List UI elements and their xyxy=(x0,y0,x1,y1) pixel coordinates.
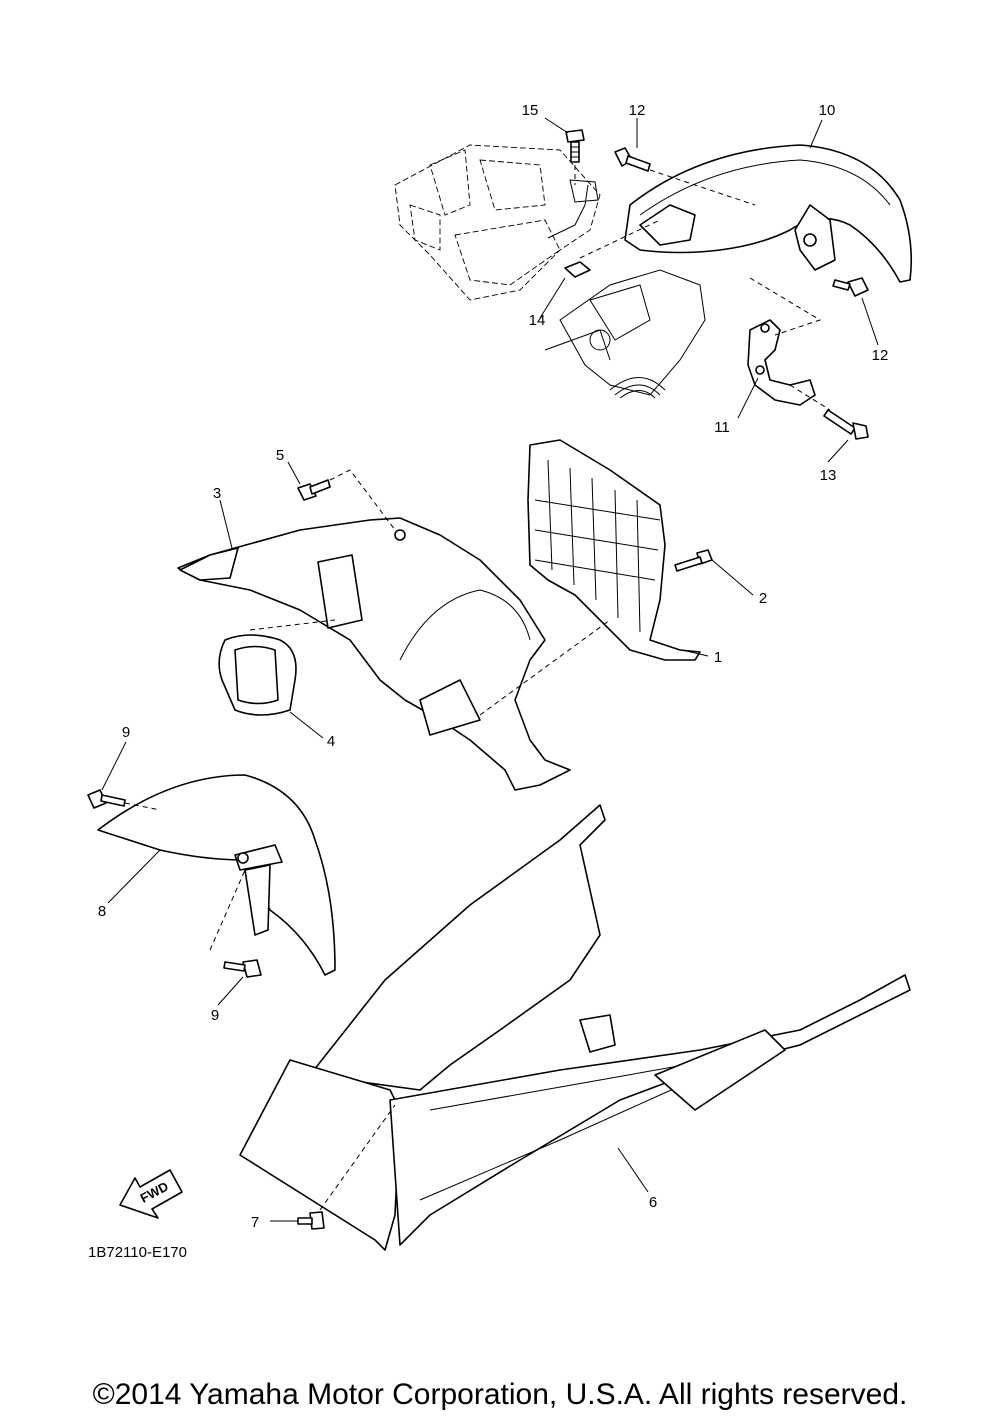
lower-cover xyxy=(239,804,911,1251)
callout-3: 3 xyxy=(213,485,221,502)
callout-9-lower: 9 xyxy=(211,1007,219,1024)
bolt-7 xyxy=(297,1211,325,1230)
callout-12-upper: 12 xyxy=(629,102,646,119)
callout-6: 6 xyxy=(649,1194,657,1211)
ghost-frame xyxy=(394,144,601,301)
leader-lines xyxy=(101,117,879,1222)
bolt-12-upper xyxy=(614,147,651,172)
callout-2: 2 xyxy=(759,590,767,607)
callout-8: 8 xyxy=(98,903,106,920)
callout-5: 5 xyxy=(276,447,284,464)
diagram-code: 1B72110-E170 xyxy=(88,1244,187,1261)
callout-14: 14 xyxy=(529,312,546,329)
callout-7: 7 xyxy=(251,1214,259,1231)
callout-11: 11 xyxy=(714,419,730,436)
pad xyxy=(218,634,297,716)
bolt-9-upper xyxy=(87,789,126,809)
ghost-swingarm xyxy=(544,269,706,399)
side-cover xyxy=(177,517,571,791)
inner-panel xyxy=(527,439,701,661)
callout-12-lower: 12 xyxy=(872,347,889,364)
exploded-parts-diagram: FWD 15 12 10 1 xyxy=(87,102,912,1261)
bolt-5 xyxy=(297,479,331,501)
bracket xyxy=(747,319,816,406)
callout-4: 4 xyxy=(327,733,335,750)
screw-2 xyxy=(674,549,713,572)
front-fender xyxy=(97,774,336,976)
rear-fender xyxy=(624,144,912,283)
bolt-9-lower xyxy=(223,959,262,978)
callouts: 15 12 10 14 12 11 13 5 3 2 1 4 9 8 9 6 7 xyxy=(98,102,889,1231)
assembly-lines xyxy=(124,165,831,1211)
bolt-12-lower xyxy=(832,277,869,297)
callout-13: 13 xyxy=(820,467,837,484)
bolt-13 xyxy=(823,409,869,440)
callout-10: 10 xyxy=(819,102,836,119)
fwd-arrow: FWD xyxy=(119,1169,183,1219)
bolt-15 xyxy=(565,129,585,163)
callout-15: 15 xyxy=(522,102,539,119)
nut-14 xyxy=(564,261,591,278)
callout-1: 1 xyxy=(714,649,722,666)
copyright-notice: ©2014 Yamaha Motor Corporation, U.S.A. A… xyxy=(92,1378,908,1411)
callout-9-upper: 9 xyxy=(122,724,130,741)
